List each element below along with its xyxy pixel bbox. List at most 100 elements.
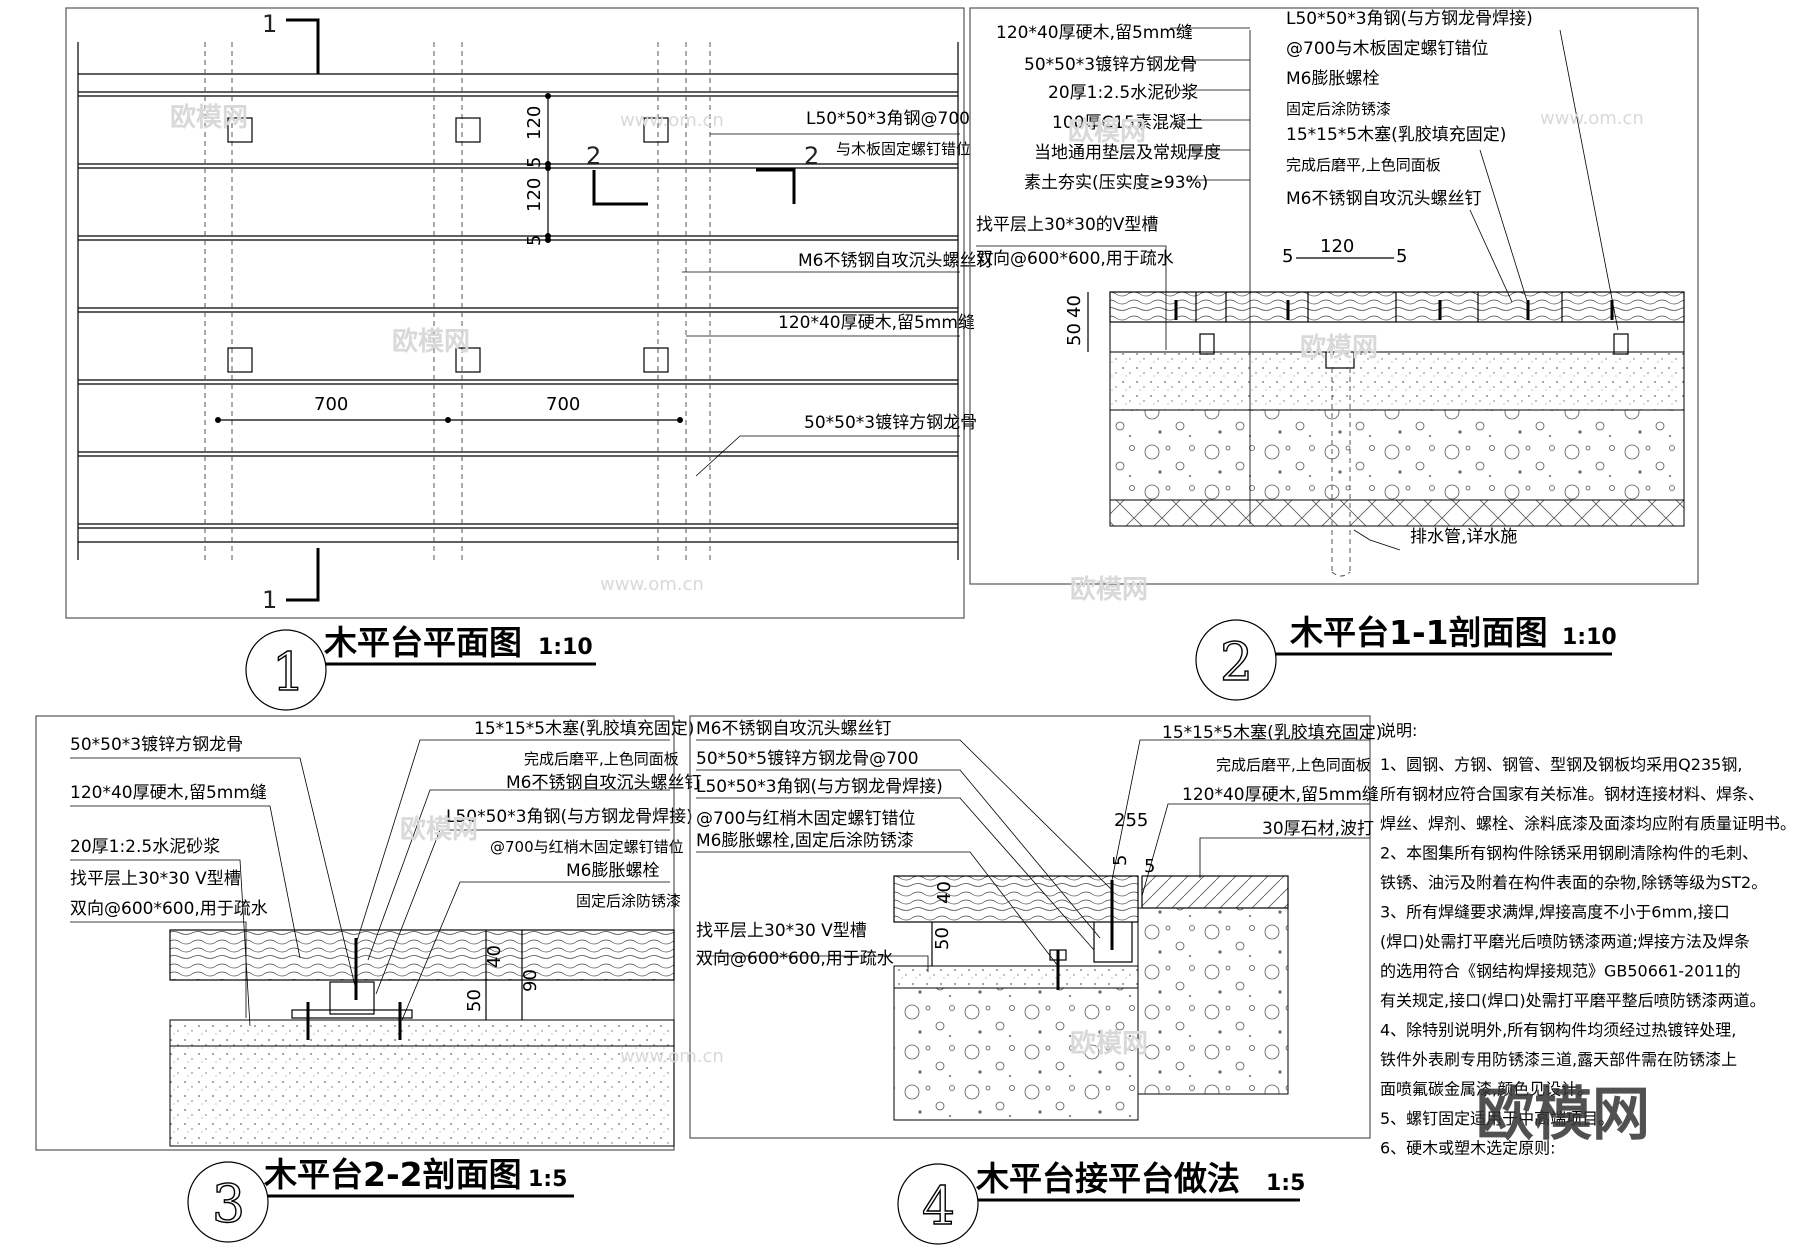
notes-line: 4、除特别说明外,所有钢构件均须经过热镀锌处理,	[1380, 1021, 1736, 1040]
svg-text:120*40厚硬木,留5mm缝: 120*40厚硬木,留5mm缝	[1182, 785, 1379, 805]
svg-text:素土夯实(压实度≥93%): 素土夯实(压实度≥93%)	[1024, 173, 1208, 193]
svg-text:120*40厚硬木,留5mm缝: 120*40厚硬木,留5mm缝	[70, 783, 267, 803]
svg-text:50: 50	[464, 989, 485, 1012]
plan-angle-label: L50*50*3角钢@700	[806, 109, 970, 129]
section11-mortar	[1109, 351, 1685, 411]
svg-text:15*15*5木塞(乳胶填充固定): 15*15*5木塞(乳胶填充固定)	[1162, 723, 1382, 743]
junction-title: 木平台接平台做法	[975, 1159, 1240, 1198]
section11-boards	[1109, 291, 1685, 323]
notes-lines: 1、圆钢、方钢、钢管、型钢及钢板均采用Q235钢, 所有钢材应符合国家有关标准。钢…	[1380, 755, 1796, 1158]
notes-heading: 说明:	[1380, 721, 1417, 740]
svg-text:700: 700	[546, 394, 580, 415]
section22-joist	[291, 938, 413, 1040]
section11-scale: 1:10	[1562, 625, 1617, 650]
svg-text:欧模网: 欧模网	[1068, 116, 1146, 147]
svg-text:L50*50*3角钢(与方钢龙骨焊接): L50*50*3角钢(与方钢龙骨焊接)	[1286, 9, 1533, 29]
plan-horizontal-dims: 700 700	[215, 394, 683, 423]
svg-text:M6不锈钢自攻沉头螺丝钉: M6不锈钢自攻沉头螺丝钉	[696, 719, 891, 739]
notes-line: (焊口)处需打平磨光后喷防锈漆两道;焊接方法及焊条	[1380, 932, 1750, 951]
svg-text:1: 1	[262, 586, 277, 614]
svg-text:L50*50*3角钢(与方钢龙骨焊接): L50*50*3角钢(与方钢龙骨焊接)	[446, 807, 693, 827]
svg-text:欧模网: 欧模网	[1300, 332, 1378, 363]
svg-text:固定后涂防锈漆: 固定后涂防锈漆	[576, 892, 681, 910]
notes-line: 的选用符合《钢结构焊接规范》GB50661-2011的	[1380, 962, 1741, 981]
section22-title: 木平台2-2剖面图	[263, 1155, 522, 1194]
svg-text:100厚C15素混凝土: 100厚C15素混凝土	[1052, 113, 1203, 133]
svg-text:120: 120	[1320, 236, 1354, 257]
svg-text:欧模网: 欧模网	[400, 814, 478, 845]
svg-text:找平层上30*30的V型槽: 找平层上30*30的V型槽	[976, 215, 1158, 235]
section22-drawing: 40 90 50 50*50*3镀锌方钢龙骨 120*40厚硬木,留5mm缝 2…	[35, 715, 701, 1243]
section22-mortar	[169, 1019, 675, 1047]
section11-frame	[969, 7, 1699, 585]
svg-text:www.om.cn: www.om.cn	[1540, 108, 1644, 129]
svg-text:15*15*5木塞(乳胶填充固定): 15*15*5木塞(乳胶填充固定)	[1286, 125, 1506, 145]
svg-text:20厚1:2.5水泥砂浆: 20厚1:2.5水泥砂浆	[1048, 83, 1198, 103]
notes-line: 3、所有焊缝要求满焊,焊接高度不小于6mm,接口	[1380, 903, 1730, 922]
section22-right-labels: 15*15*5木塞(乳胶填充固定) 完成后磨平,上色同面板 M6不锈钢自攻沉头螺…	[355, 719, 701, 1021]
junction-base	[1137, 907, 1289, 1095]
section11-title-block: 2 木平台1-1剖面图 1:10	[1195, 613, 1617, 701]
svg-text:欧模网: 欧模网	[170, 102, 248, 133]
notes-line: 2、本图集所有钢构件除锈采用钢刷清除构件的毛刺、	[1380, 844, 1758, 863]
svg-text:1: 1	[272, 643, 305, 703]
section11-board-joints	[1195, 292, 1563, 322]
section11-title: 木平台1-1剖面图	[1289, 613, 1548, 652]
plan-board-label: 120*40厚硬木,留5mm缝	[778, 313, 975, 333]
svg-text:固定后涂防锈漆: 固定后涂防锈漆	[1286, 100, 1391, 118]
notes-line: 铁锈、油污及附着在构件表面的杂物,除锈等级为ST2。	[1380, 873, 1767, 892]
svg-text:双向@600*600,用于疏水: 双向@600*600,用于疏水	[70, 899, 268, 919]
section22-left-labels: 50*50*3镀锌方钢龙骨 120*40厚硬木,留5mm缝 20厚1:2.5水泥…	[70, 735, 357, 1027]
svg-text:2: 2	[1220, 633, 1253, 693]
svg-text:700: 700	[314, 394, 348, 415]
junction-frame	[689, 715, 1371, 1139]
svg-text:40: 40	[934, 881, 955, 904]
svg-text:50*50*3镀锌方钢龙骨: 50*50*3镀锌方钢龙骨	[1024, 55, 1197, 75]
svg-text:L50*50*3角钢(与方钢龙骨焊接): L50*50*3角钢(与方钢龙骨焊接)	[696, 777, 943, 797]
svg-text:双向@600*600,用于疏水: 双向@600*600,用于疏水	[976, 249, 1174, 269]
svg-text:120: 120	[524, 178, 545, 212]
svg-text:@700与红梢木固定螺钉错位: @700与红梢木固定螺钉错位	[490, 838, 684, 856]
junction-stone	[1141, 875, 1289, 909]
svg-text:M6膨胀螺栓: M6膨胀螺栓	[1286, 69, 1379, 89]
brand-logo-text: 欧模网	[1476, 1080, 1650, 1148]
svg-text:5: 5	[1396, 246, 1407, 267]
plan-joist-label: 50*50*3镀锌方钢龙骨	[804, 413, 977, 433]
svg-text:@700与红梢木固定螺钉错位: @700与红梢木固定螺钉错位	[696, 809, 915, 829]
svg-text:完成后磨平,上色同面板: 完成后磨平,上色同面板	[524, 750, 679, 768]
junction-title-block: 4 木平台接平台做法 1:5	[897, 1159, 1305, 1245]
svg-text:120*40厚硬木,留5mm缝: 120*40厚硬木,留5mm缝	[996, 23, 1193, 43]
plan-labels: L50*50*3角钢@700 与木板固定螺钉错位 M6不锈钢自攻沉头螺丝钉 12…	[682, 109, 993, 477]
svg-text:M6不锈钢自攻沉头螺丝钉: M6不锈钢自攻沉头螺丝钉	[1286, 189, 1481, 209]
svg-text:完成后磨平,上色同面板: 完成后磨平,上色同面板	[1286, 156, 1441, 174]
svg-text:40: 40	[1064, 295, 1085, 318]
svg-text:50: 50	[932, 927, 953, 950]
svg-text:找平层上30*30 V型槽: 找平层上30*30 V型槽	[696, 921, 867, 941]
svg-text:5: 5	[524, 157, 545, 168]
notes-line: 所有钢材应符合国家有关标准。钢材连接材料、焊条、	[1380, 785, 1764, 804]
junction-mortar	[893, 965, 1139, 989]
svg-text:排水管,详水施: 排水管,详水施	[1410, 527, 1517, 547]
svg-text:20厚1:2.5水泥砂浆: 20厚1:2.5水泥砂浆	[70, 837, 220, 857]
notes-block: 说明: 1、圆钢、方钢、钢管、型钢及钢板均采用Q235钢, 所有钢材应符合国家有关…	[1380, 721, 1796, 1158]
svg-text:欧模网: 欧模网	[1070, 1028, 1148, 1059]
plan-title: 木平台平面图	[323, 623, 522, 662]
watermarks: 欧模网 欧模网 欧模网 欧模网 欧模网 欧模网 欧模网 www.om.cn ww…	[170, 102, 1650, 1148]
svg-text:2: 2	[804, 142, 819, 170]
section22-dims: 40 90 50	[464, 930, 541, 1020]
svg-text:M6膨胀螺栓: M6膨胀螺栓	[566, 861, 659, 881]
plan-scale: 1:10	[538, 635, 593, 660]
plan-frame	[65, 7, 965, 619]
svg-text:255: 255	[1114, 810, 1148, 831]
svg-text:120: 120	[524, 106, 545, 140]
svg-text:50: 50	[1064, 323, 1085, 346]
notes-line: 1、圆钢、方钢、钢管、型钢及钢板均采用Q235钢,	[1380, 755, 1742, 774]
svg-text:欧模网: 欧模网	[1070, 574, 1148, 605]
section11-right-labels: L50*50*3角钢(与方钢龙骨焊接) @700与木板固定螺钉错位 M6膨胀螺栓…	[1286, 9, 1619, 551]
svg-text:4: 4	[922, 1177, 955, 1237]
junction-scale: 1:5	[1266, 1171, 1305, 1196]
svg-text:找平层上30*30 V型槽: 找平层上30*30 V型槽	[70, 869, 241, 889]
svg-text:15*15*5木塞(乳胶填充固定): 15*15*5木塞(乳胶填充固定)	[474, 719, 694, 739]
section11-joist-zone	[1109, 321, 1685, 353]
svg-text:50*50*3镀锌方钢龙骨: 50*50*3镀锌方钢龙骨	[70, 735, 243, 755]
